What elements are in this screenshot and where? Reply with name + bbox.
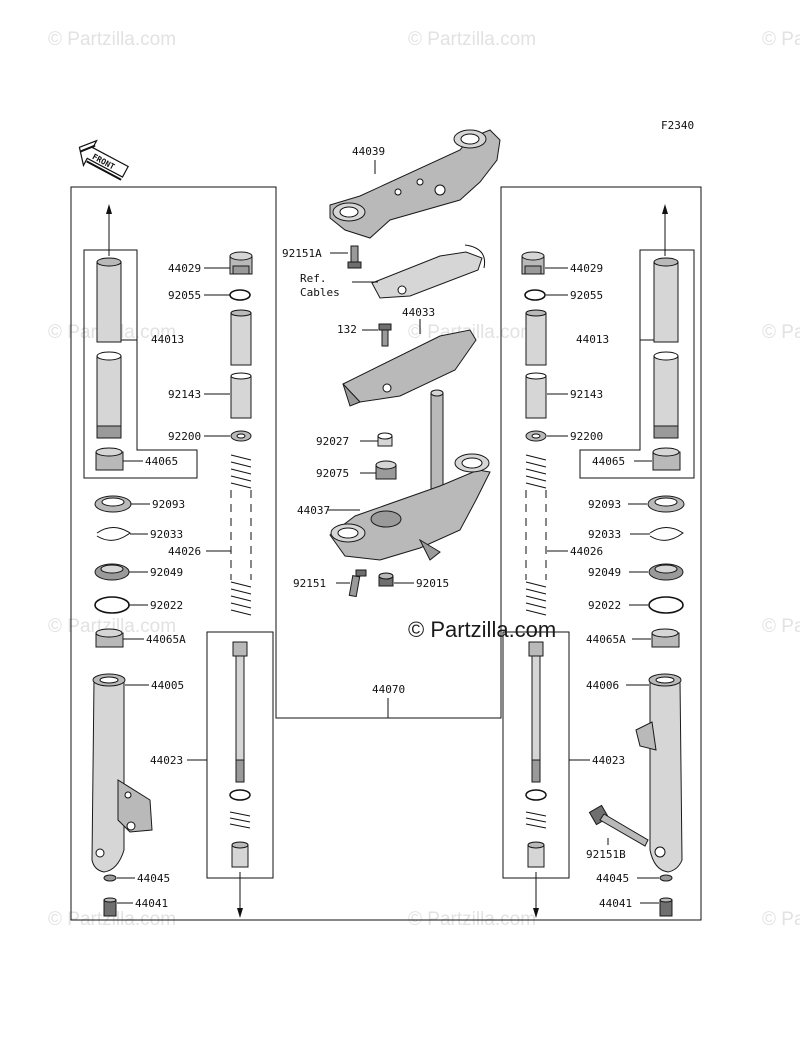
part-label-left-44041: 44041: [135, 897, 168, 910]
left-labels: 44029 92055 44013 92143 92200 44065 9209…: [117, 262, 231, 910]
watermark-text: © Partzilla.com: [762, 909, 800, 930]
part-label-132: 132: [337, 323, 357, 336]
left-outer-tube: [91, 679, 125, 873]
part-label-left-44026: 44026: [168, 545, 201, 558]
part-label-right-44029: 44029: [570, 262, 603, 275]
watermark-text: © Partzilla.com: [762, 29, 800, 50]
ref-note-line1: Ref.: [300, 272, 327, 285]
part-label-right-92049: 92049: [588, 566, 621, 579]
part-label-right-44065: 44065: [592, 455, 625, 468]
nut-92075: 92075: [316, 460, 397, 480]
part-label-right-44013: 44013: [576, 333, 609, 346]
part-label-left-44065: 44065: [145, 455, 178, 468]
axle-bolt-92151b: [588, 804, 649, 847]
part-label-left-44023: 44023: [150, 754, 183, 767]
part-label-left-92022: 92022: [150, 599, 183, 612]
left-inner-tube-upper: [96, 261, 122, 343]
arrow-indicators: [106, 204, 668, 918]
part-label-92015: 92015: [416, 577, 449, 590]
part-label-right-44026: 44026: [570, 545, 603, 558]
part-label-right-44065a: 44065A: [586, 633, 626, 646]
part-label-right-44041: 44041: [599, 897, 632, 910]
top-bracket-44039: 44039: [329, 129, 501, 239]
part-label-right-92022: 92022: [588, 599, 621, 612]
part-label-left-92200: 92200: [168, 430, 201, 443]
part-label-left-44013: 44013: [151, 333, 184, 346]
part-label-right-92033: 92033: [588, 528, 621, 541]
bolt-92151a: 92151A: [282, 245, 362, 269]
steering-stem-44037: 44037: [297, 389, 491, 561]
part-label-92151: 92151: [293, 577, 326, 590]
part-label-left-44029: 44029: [168, 262, 201, 275]
part-label-right-92200: 92200: [570, 430, 603, 443]
part-label-44039: 44039: [352, 145, 385, 158]
part-label-right-92151b: 92151B: [586, 848, 626, 861]
watermark-main: © Partzilla.com: [408, 617, 556, 642]
part-label-left-92143: 92143: [168, 388, 201, 401]
right-spring: [525, 454, 547, 616]
figure-code: F2340: [661, 119, 694, 132]
bolt-92151: 92151: [293, 569, 367, 598]
right-outer-tube: [649, 679, 683, 873]
part-label-44033: 44033: [402, 306, 435, 319]
left-upper-subbox: [83, 249, 198, 479]
right-labels: 44029 92055 44013 92143 92200 44065 9209…: [545, 262, 659, 910]
front-direction-arrow: FRONT: [78, 139, 129, 181]
ref-note-line2: Cables: [300, 286, 340, 299]
fork-assembly-outline: 44070: [70, 186, 702, 921]
part-label-left-44005: 44005: [151, 679, 184, 692]
part-label-right-92055: 92055: [570, 289, 603, 302]
part-label-right-44045: 44045: [596, 872, 629, 885]
watermark-text: © Partzilla.com: [762, 322, 800, 343]
watermark-text: © Partzilla.com: [408, 29, 536, 50]
part-label-92151a: 92151A: [282, 247, 322, 260]
part-label-right-92093: 92093: [588, 498, 621, 511]
part-label-left-44045: 44045: [137, 872, 170, 885]
cable-bracket: Ref. Cables: [300, 244, 486, 299]
part-label-left-92049: 92049: [150, 566, 183, 579]
part-label-92075: 92075: [316, 467, 349, 480]
left-fork-parts: [91, 251, 253, 917]
part-label-right-92143: 92143: [570, 388, 603, 401]
left-spring: [230, 454, 252, 616]
bracket-plate-44033: 44033: [342, 306, 477, 407]
background-watermarks: © Partzilla.com © Partzilla.com © Partzi…: [48, 29, 800, 930]
right-upper-subbox: [579, 249, 695, 479]
part-label-right-44023: 44023: [592, 754, 625, 767]
part-label-44037: 44037: [297, 504, 330, 517]
part-label-left-92055: 92055: [168, 289, 201, 302]
part-label-left-44065a: 44065A: [146, 633, 186, 646]
watermark-text: © Partzilla.com: [762, 616, 800, 637]
part-label-44070: 44070: [372, 683, 405, 696]
washer-92027: 92027: [316, 432, 393, 448]
part-label-right-44006: 44006: [586, 679, 619, 692]
cap-nut-92015: 92015: [378, 572, 449, 590]
watermark-text: © Partzilla.com: [48, 616, 176, 637]
part-label-left-92033: 92033: [150, 528, 183, 541]
part-label-left-92093: 92093: [152, 498, 185, 511]
right-fork-parts: [521, 251, 685, 917]
watermark-text: © Partzilla.com: [48, 29, 176, 50]
part-label-92027: 92027: [316, 435, 349, 448]
bolt-132: 132: [337, 323, 392, 347]
